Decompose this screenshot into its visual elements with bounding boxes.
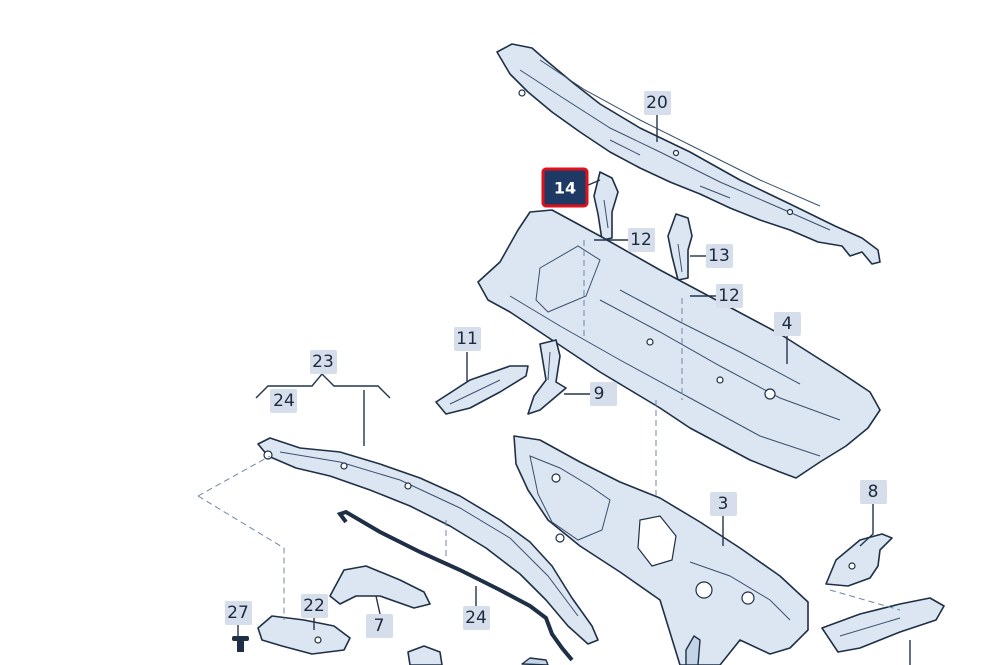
callout-8-text: 8 [868,482,879,502]
part-14-bracket [593,171,619,241]
part-22-bracket [257,615,351,655]
callout-4[interactable]: 4 [774,312,801,336]
callout-14-highlighted[interactable]: 14 [541,167,589,208]
callout-24-upper[interactable]: 24 [270,389,297,413]
part-9-support-brace [527,339,567,415]
callout-23-text: 23 [312,352,334,372]
callout-23[interactable]: 23 [310,350,337,374]
part-23-cross-member [257,437,599,645]
callout-14-text: 14 [554,179,576,198]
callout-24-upper-text: 24 [273,391,295,411]
part-7-bracket [329,565,443,665]
part-20-cowl-upper-panel [496,43,881,265]
callout-13[interactable]: 13 [706,244,733,268]
callout-11[interactable]: 11 [454,327,481,351]
callout-4-text: 4 [782,314,793,334]
callout-20[interactable]: 20 [644,91,671,115]
part-11-side-bracket [435,365,529,415]
callout-12-upper-text: 12 [630,230,652,250]
callout-3[interactable]: 3 [710,492,737,516]
callout-24-lower-text: 24 [465,608,487,628]
part-8-bracket [825,533,893,587]
part-lower-bracket [685,635,701,665]
leader-lines [237,114,911,665]
callout-8[interactable]: 8 [860,480,887,504]
callout-13-text: 13 [708,246,730,266]
callout-3-text: 3 [718,494,729,514]
callout-22[interactable]: 22 [301,594,328,618]
part-3-bulkhead [513,435,809,665]
callout-9-text: 9 [594,384,605,404]
part-13-bracket [667,213,693,281]
callout-9[interactable]: 9 [590,382,617,406]
assembly-lines [197,240,901,620]
part-4-plenum-panel [477,209,881,479]
callout-12-upper[interactable]: 12 [628,228,655,252]
callout-12-lower[interactable]: 12 [716,284,743,308]
callout-27[interactable]: 27 [225,601,252,625]
callout-12-lower-text: 12 [718,286,740,306]
part-24-seal-strip [336,509,574,662]
callout-20-text: 20 [646,93,668,113]
part-27-screw [232,636,249,652]
callout-27-text: 27 [227,603,249,623]
callout-22-text: 22 [303,596,325,616]
callout-7[interactable]: 7 [366,614,393,638]
callout-7-text: 7 [374,616,385,636]
part-lower-clip [521,657,549,665]
part-lower-right-rail [821,597,945,653]
callout-11-text: 11 [456,329,478,349]
callout-24-lower[interactable]: 24 [463,606,490,630]
